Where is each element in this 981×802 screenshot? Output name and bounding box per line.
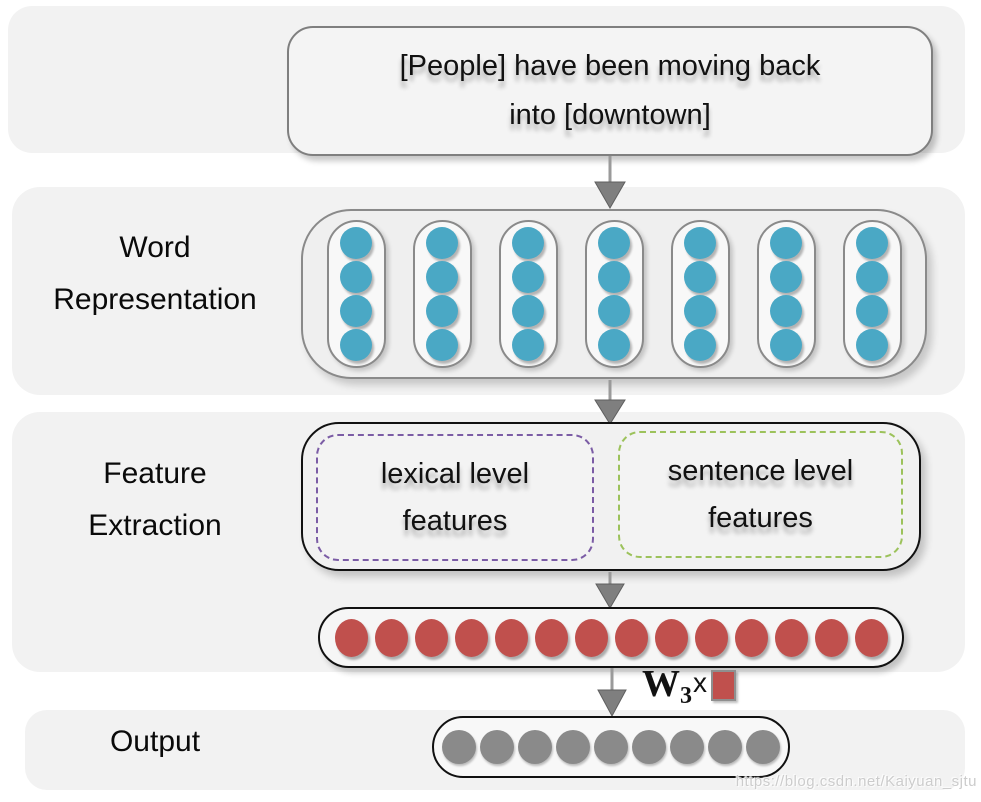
feature-extraction-label-line2: Extraction bbox=[88, 509, 222, 542]
word-embedding-unit bbox=[426, 329, 458, 361]
weight-subscript: 3 bbox=[680, 683, 692, 709]
word-embedding-unit bbox=[856, 227, 888, 259]
feature-unit bbox=[534, 618, 568, 657]
input-sentence-box: [People] have been moving back into [dow… bbox=[287, 26, 933, 156]
output-unit bbox=[708, 730, 742, 764]
flow-arrow-feature-to-vector bbox=[595, 572, 625, 609]
word-vector-capsule bbox=[842, 220, 902, 368]
word-embedding-unit bbox=[512, 227, 544, 259]
word-embedding-unit bbox=[426, 227, 458, 259]
feature-extraction-label-line1: Feature bbox=[103, 457, 207, 490]
word-vector-capsule bbox=[326, 220, 386, 368]
flow-arrow-vector-to-output bbox=[597, 668, 627, 718]
word-representation-label-line2: Representation bbox=[53, 283, 257, 316]
flow-arrow-word-to-feature bbox=[594, 380, 626, 425]
word-embedding-unit bbox=[684, 295, 716, 327]
feature-extraction-label: Feature Extraction bbox=[20, 448, 290, 552]
word-embedding-unit bbox=[598, 295, 630, 327]
word-embedding-unit bbox=[512, 261, 544, 293]
word-embedding-unit bbox=[340, 227, 372, 259]
output-unit bbox=[480, 730, 514, 764]
output-unit bbox=[518, 730, 552, 764]
feature-unit bbox=[334, 618, 368, 657]
sentence-features-line2: features bbox=[708, 501, 813, 534]
sentence-features-line1: sentence level bbox=[667, 454, 854, 487]
output-unit bbox=[594, 730, 628, 764]
word-embedding-unit bbox=[684, 227, 716, 259]
feature-unit bbox=[614, 618, 648, 657]
feature-vector-swatch bbox=[711, 670, 736, 701]
lexical-features-box: lexical level features bbox=[316, 434, 594, 561]
word-vector-capsule bbox=[670, 220, 730, 368]
lexical-features-line2: features bbox=[402, 504, 508, 537]
output-unit bbox=[670, 730, 704, 764]
feature-unit bbox=[494, 618, 528, 657]
word-embedding-unit bbox=[340, 329, 372, 361]
word-vector-capsule bbox=[498, 220, 558, 368]
word-embedding-unit bbox=[512, 329, 544, 361]
input-sentence-line2: into [downtown] bbox=[509, 99, 711, 131]
word-embedding-unit bbox=[770, 329, 802, 361]
word-representation-label-line1: Word bbox=[119, 231, 191, 264]
word-embedding-unit bbox=[770, 261, 802, 293]
word-embedding-unit bbox=[684, 261, 716, 293]
word-embedding-unit bbox=[426, 295, 458, 327]
word-embedding-unit bbox=[598, 261, 630, 293]
output-unit bbox=[746, 730, 780, 764]
feature-unit bbox=[854, 618, 888, 657]
multiply-operator: x bbox=[693, 667, 707, 698]
word-vector-capsule bbox=[412, 220, 472, 368]
feature-unit bbox=[374, 618, 408, 657]
word-vector-capsule bbox=[584, 220, 644, 368]
word-representation-label: Word Representation bbox=[10, 222, 300, 326]
feature-unit bbox=[694, 618, 728, 657]
watermark-url: https://blog.csdn.net/Kaiyuan_sjtu bbox=[735, 773, 977, 790]
word-embedding-unit bbox=[856, 261, 888, 293]
output-unit bbox=[442, 730, 476, 764]
output-vector-capsule bbox=[432, 716, 790, 778]
word-embedding-unit bbox=[770, 227, 802, 259]
word-embedding-unit bbox=[684, 329, 716, 361]
flow-arrow-input-to-word bbox=[594, 156, 626, 210]
word-embedding-unit bbox=[340, 295, 372, 327]
feature-unit bbox=[654, 618, 688, 657]
output-unit bbox=[556, 730, 590, 764]
word-embedding-unit bbox=[856, 329, 888, 361]
word-embedding-unit bbox=[598, 329, 630, 361]
word-embedding-unit bbox=[598, 227, 630, 259]
lexical-features-line1: lexical level bbox=[380, 457, 530, 490]
sentence-features-box: sentence level features bbox=[618, 431, 903, 558]
word-vector-capsule bbox=[756, 220, 816, 368]
word-embedding-unit bbox=[770, 295, 802, 327]
feature-unit bbox=[814, 618, 848, 657]
input-sentence-line1: [People] have been moving back bbox=[399, 50, 821, 82]
word-vector-container bbox=[301, 209, 927, 379]
feature-unit bbox=[774, 618, 808, 657]
weight-symbol: W bbox=[642, 663, 680, 705]
word-embedding-unit bbox=[512, 295, 544, 327]
feature-vector-capsule bbox=[318, 607, 904, 668]
word-embedding-unit bbox=[856, 295, 888, 327]
feature-unit bbox=[454, 618, 488, 657]
output-unit bbox=[632, 730, 666, 764]
feature-unit bbox=[734, 618, 768, 657]
feature-unit bbox=[574, 618, 608, 657]
word-embedding-unit bbox=[426, 261, 458, 293]
word-vector-row bbox=[313, 211, 915, 377]
word-embedding-unit bbox=[340, 261, 372, 293]
weight-annotation: W 3 x bbox=[642, 664, 736, 712]
output-label: Output bbox=[109, 725, 201, 758]
feature-unit bbox=[414, 618, 448, 657]
